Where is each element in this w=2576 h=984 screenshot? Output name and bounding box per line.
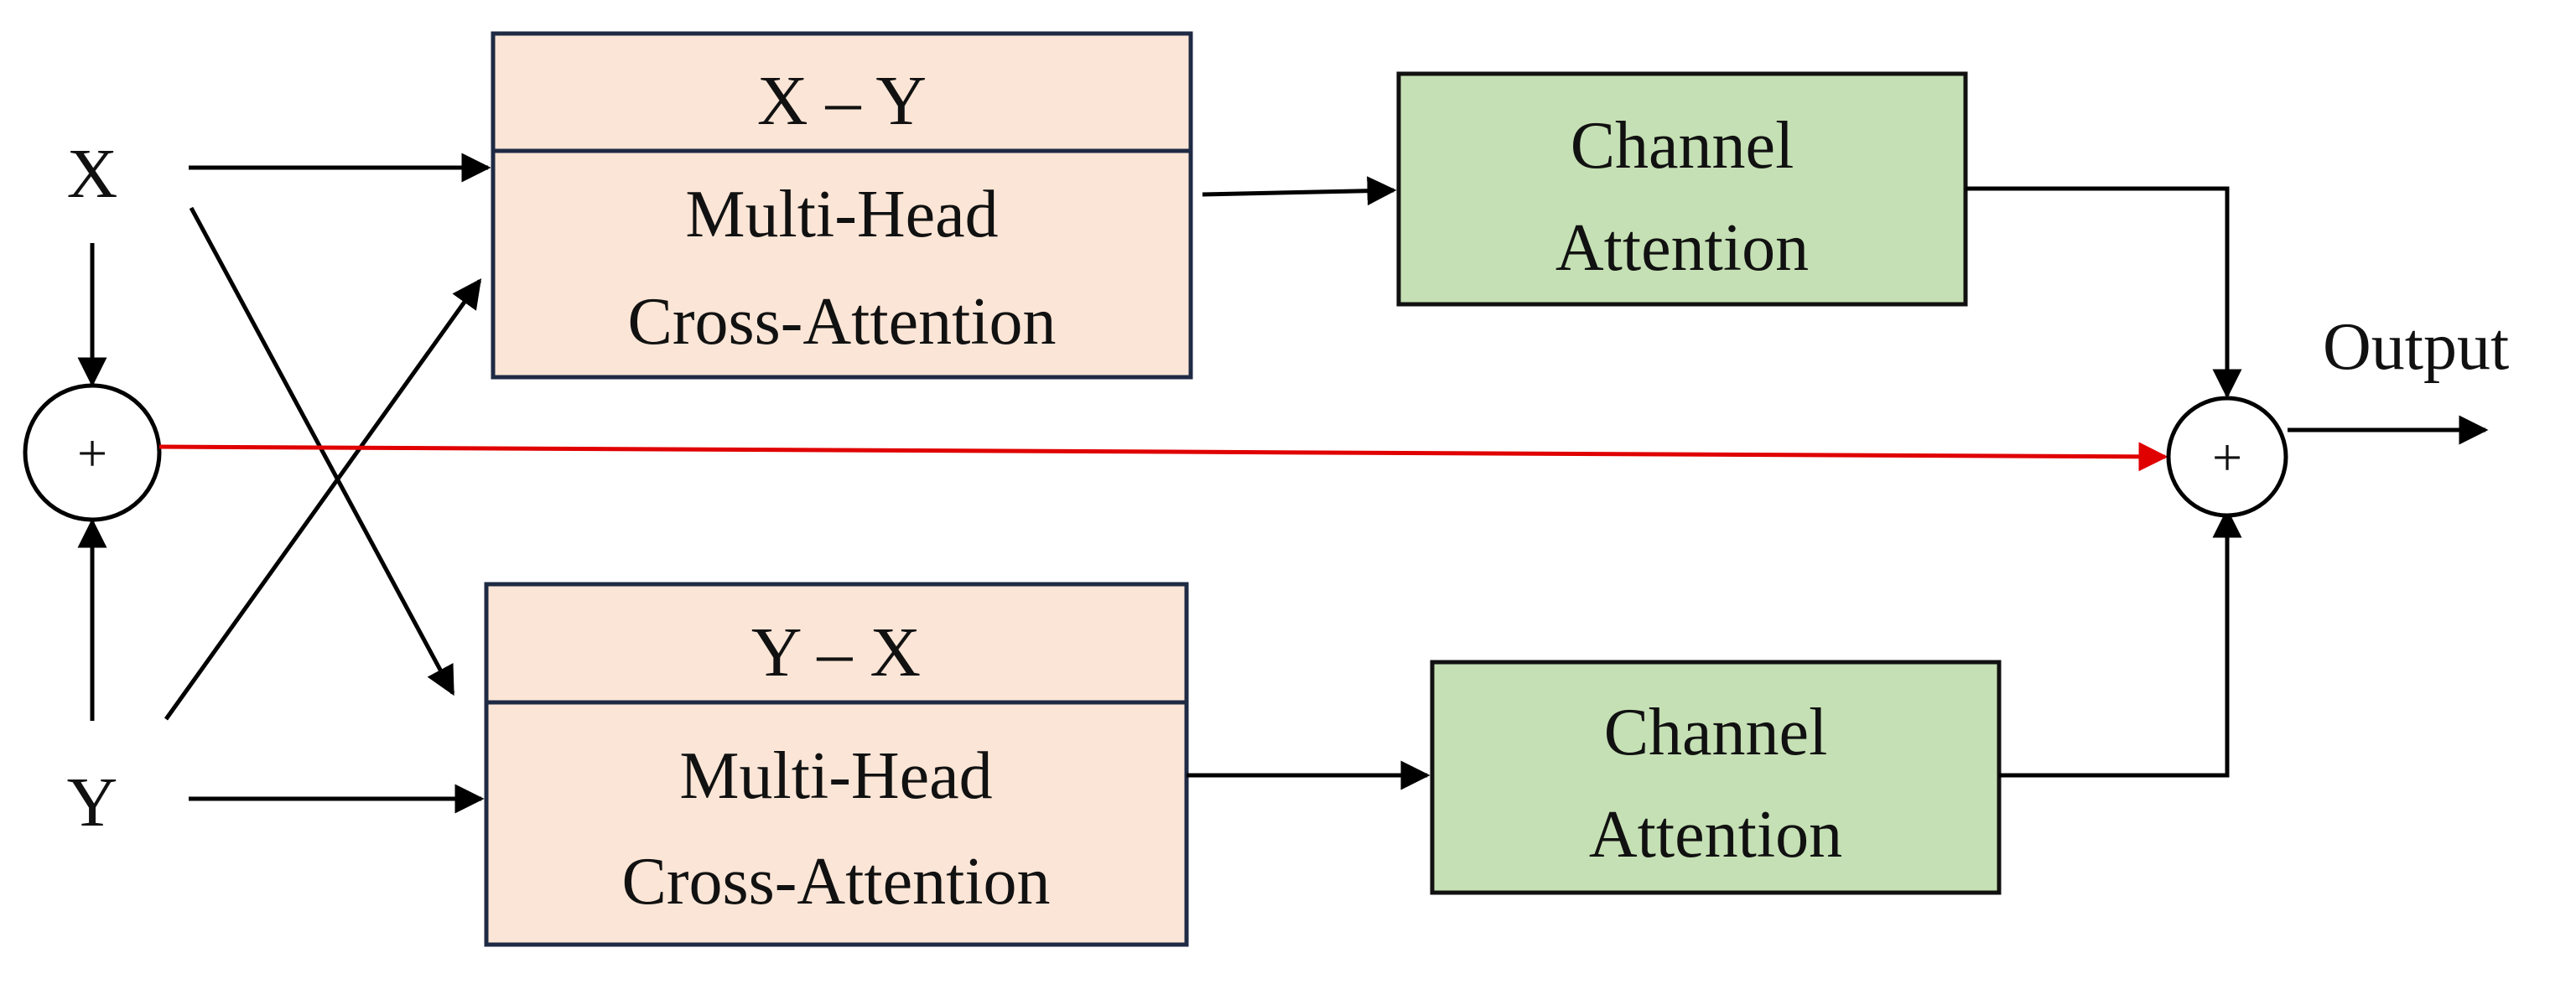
channel-attention-bottom-block: Channel Attention <box>1430 660 2002 895</box>
xy-block-line2: Cross-Attention <box>627 285 1056 359</box>
yx-block-header: Y – X <box>751 614 921 691</box>
yx-block-line2: Cross-Attention <box>621 845 1050 919</box>
arrow-channel-bottom-to-sum <box>1999 508 2242 778</box>
xy-cross-attention-block: X – Y Multi-Head Cross-Attention <box>491 31 1193 380</box>
left-sum-symbol: + <box>77 423 107 483</box>
left-sum-node: + <box>23 383 162 522</box>
channel-bottom-line2: Attention <box>1589 798 1842 872</box>
arrow-xy-to-channel-top <box>1202 176 1397 206</box>
channel-bottom-line1: Channel <box>1604 696 1828 769</box>
yx-block-line1: Multi-Head <box>679 739 992 813</box>
right-sum-node: + <box>2166 396 2288 518</box>
output-label: Output <box>2323 310 2509 384</box>
channel-attention-top-block: Channel Attention <box>1396 71 1968 307</box>
skip-connection-arrow <box>158 442 2168 472</box>
arrow-y-cross-to-xy-block <box>164 278 482 721</box>
xy-block-line1: Multi-Head <box>685 178 998 251</box>
arrow-x-cross-to-yx-block <box>189 206 455 697</box>
arrow-channel-top-to-sum <box>1966 186 2242 399</box>
yx-cross-attention-block: Y – X Multi-Head Cross-Attention <box>484 582 1189 947</box>
channel-top-line1: Channel <box>1571 109 1794 183</box>
xy-block-header: X – Y <box>757 62 927 140</box>
input-y-label: Y <box>67 764 118 842</box>
right-sum-symbol: + <box>2212 427 2242 487</box>
input-x-label: X <box>67 135 118 213</box>
channel-top-line2: Attention <box>1555 211 1809 285</box>
